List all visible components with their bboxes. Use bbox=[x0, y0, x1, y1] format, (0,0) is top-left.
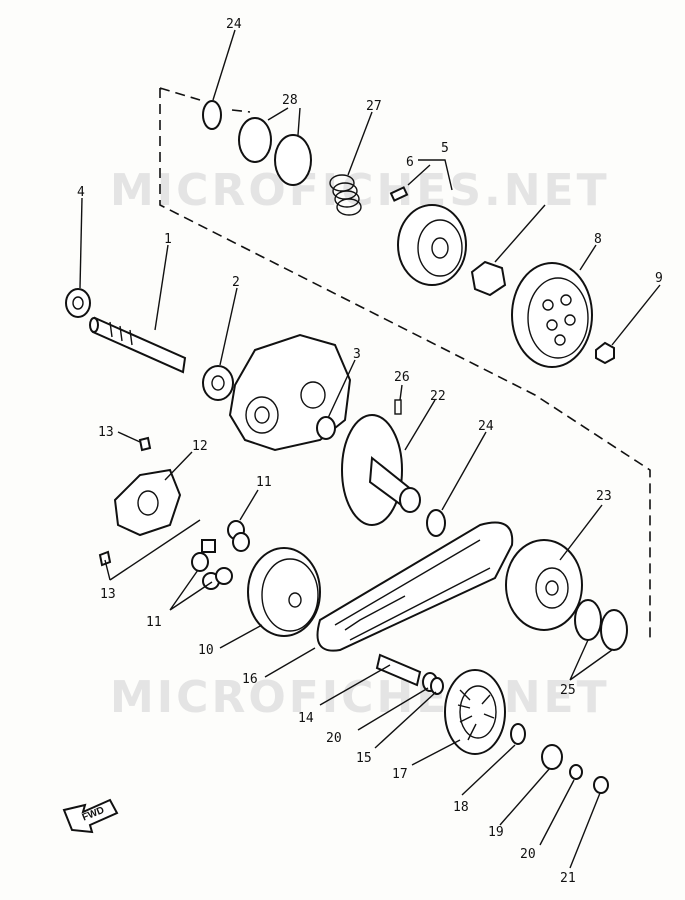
part-3-washer bbox=[316, 416, 336, 440]
nut bbox=[470, 260, 507, 297]
part-15-washer bbox=[430, 677, 444, 695]
label-16: 16 bbox=[242, 672, 258, 687]
part-1-shaft bbox=[89, 316, 187, 374]
part-20-washer-lower bbox=[569, 764, 583, 780]
part-12-variator bbox=[113, 468, 182, 537]
part-17-fan bbox=[444, 669, 506, 755]
part-18-gear bbox=[510, 723, 526, 745]
label-20-lower: 20 bbox=[520, 847, 536, 862]
part-number-labels: 24 28 27 5 6 4 1 8 9 2 3 26 22 24 13 12 … bbox=[77, 17, 663, 886]
leader-lines bbox=[79, 29, 661, 869]
label-28: 28 bbox=[282, 93, 298, 108]
label-14: 14 bbox=[298, 711, 314, 726]
assembly-boundary-dashed bbox=[159, 87, 651, 640]
label-12: 12 bbox=[192, 439, 208, 454]
label-26: 26 bbox=[394, 370, 410, 385]
label-24-lower: 24 bbox=[478, 419, 494, 434]
label-24-top: 24 bbox=[226, 17, 242, 32]
part-6-pin bbox=[389, 186, 409, 202]
part-25-o-rings bbox=[574, 599, 628, 651]
part-23-driven-pulley bbox=[505, 539, 583, 631]
label-2: 2 bbox=[232, 275, 240, 290]
label-1: 1 bbox=[164, 232, 172, 247]
part-13-slider-bottom bbox=[98, 550, 112, 567]
part-16-belt bbox=[316, 521, 514, 652]
part-4-bearing bbox=[65, 288, 91, 318]
part-27-spring bbox=[329, 174, 362, 216]
label-11-top: 11 bbox=[256, 475, 272, 490]
part-9-nut bbox=[595, 341, 615, 365]
part-13-slider-top bbox=[138, 436, 152, 452]
part-8-clutch-housing bbox=[511, 262, 593, 368]
label-20-upper: 20 bbox=[326, 731, 342, 746]
label-21: 21 bbox=[560, 871, 576, 886]
part-28-collars bbox=[238, 117, 312, 186]
label-11-bottom: 11 bbox=[146, 615, 162, 630]
label-19: 19 bbox=[488, 825, 504, 840]
label-10: 10 bbox=[198, 643, 214, 658]
label-13-top: 13 bbox=[98, 425, 114, 440]
label-5: 5 bbox=[441, 141, 449, 156]
label-3: 3 bbox=[353, 347, 361, 362]
label-13-bottom: 13 bbox=[100, 587, 116, 602]
label-25: 25 bbox=[560, 683, 576, 698]
part-19-nut bbox=[541, 744, 563, 770]
part-24-circlip-lower bbox=[426, 509, 446, 537]
label-6: 6 bbox=[406, 155, 414, 170]
label-23: 23 bbox=[596, 489, 612, 504]
part-2-bearing bbox=[202, 365, 234, 401]
watermark-top: MICROFICHES.NET bbox=[110, 165, 610, 216]
fwd-arrow-icon: FWD bbox=[62, 798, 119, 834]
label-4: 4 bbox=[77, 185, 85, 200]
label-8: 8 bbox=[594, 232, 602, 247]
part-24-circlip bbox=[202, 100, 222, 130]
label-9: 9 bbox=[655, 271, 663, 286]
part-10-pulley bbox=[247, 547, 321, 637]
label-17: 17 bbox=[392, 767, 408, 782]
label-22: 22 bbox=[430, 389, 446, 404]
label-27: 27 bbox=[366, 99, 382, 114]
part-14-shaft bbox=[375, 653, 422, 687]
part-22-sheave bbox=[341, 399, 421, 526]
part-5-clutch-carrier bbox=[397, 204, 467, 286]
part-11-rollers bbox=[191, 520, 250, 590]
label-15: 15 bbox=[356, 751, 372, 766]
part-21-cap bbox=[593, 776, 609, 794]
part-26-pin bbox=[394, 399, 402, 415]
watermark-bottom: MICROFICHES.NET bbox=[110, 672, 610, 723]
label-18: 18 bbox=[453, 800, 469, 815]
